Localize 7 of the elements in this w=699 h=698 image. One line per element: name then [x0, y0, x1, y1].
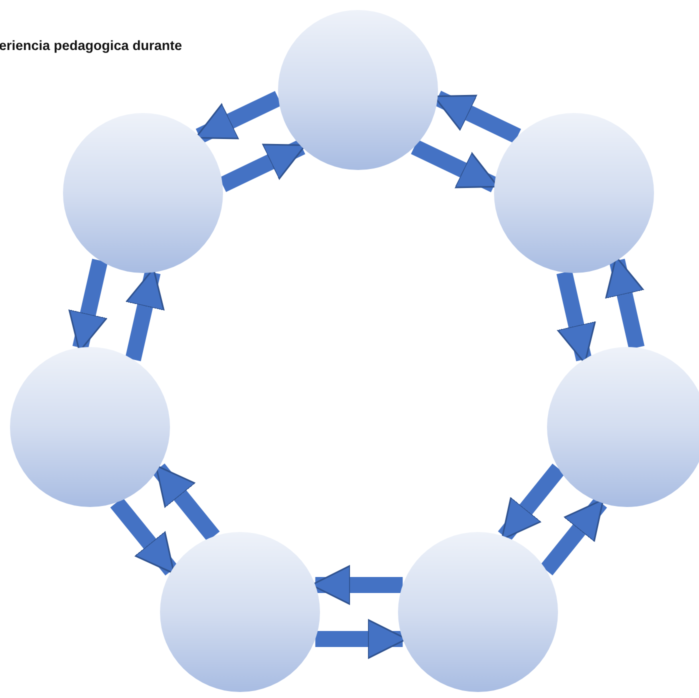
block-arrow [110, 497, 178, 576]
block-arrow [194, 90, 282, 144]
block-arrow [152, 463, 220, 542]
block-arrow [498, 464, 565, 542]
block-arrow [605, 256, 644, 350]
block-arrow [540, 498, 608, 576]
block-arrow [219, 140, 306, 192]
